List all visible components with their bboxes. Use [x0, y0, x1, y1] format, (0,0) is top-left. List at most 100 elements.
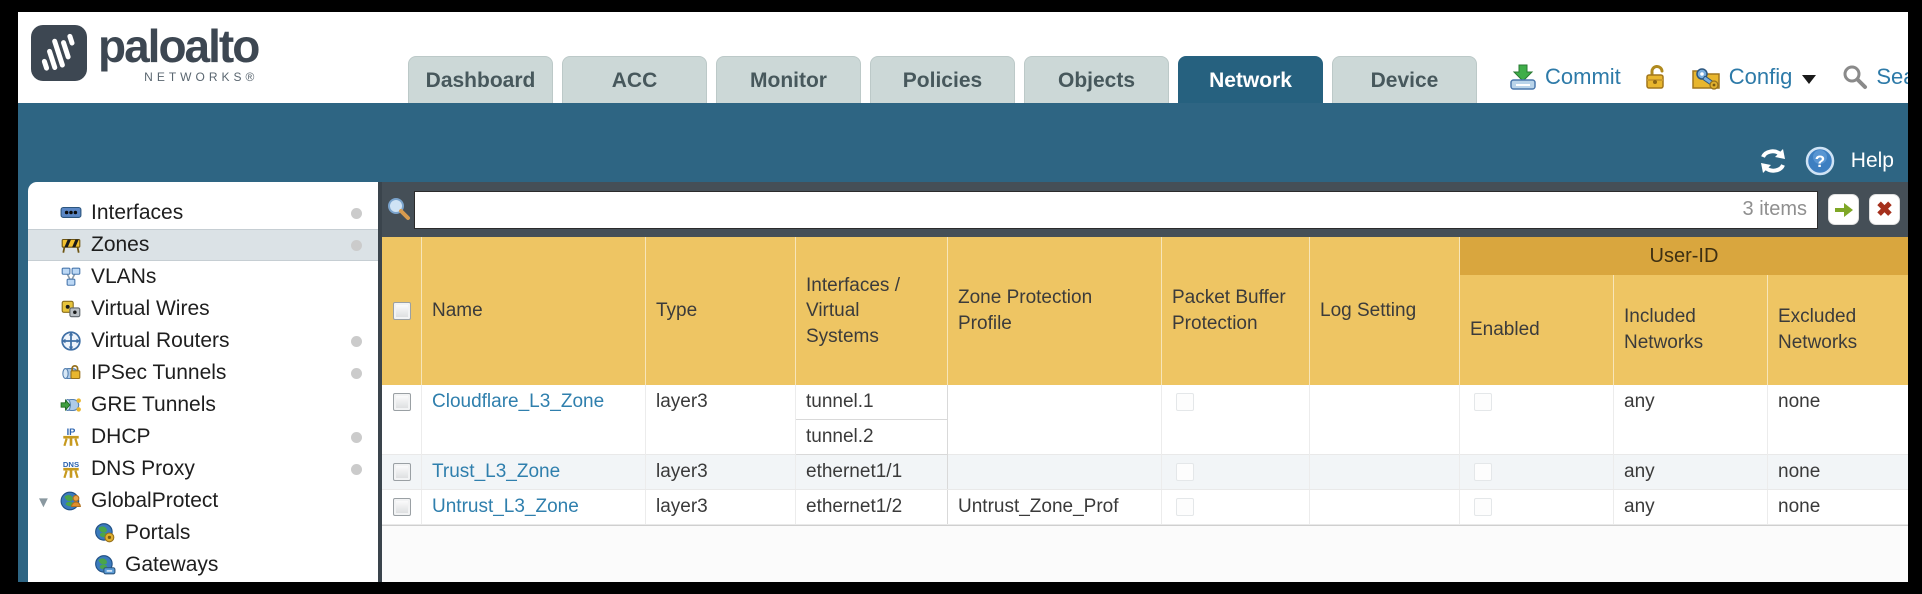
column-header-packet-buffer-protection[interactable]: Packet Buffer Protection — [1162, 237, 1310, 385]
tab-objects[interactable]: Objects — [1024, 56, 1169, 103]
commit-icon[interactable] — [1509, 63, 1537, 91]
sidebar-item-vlans[interactable]: VLANs — [28, 261, 378, 293]
column-header-excluded-networks[interactable]: Excluded Networks — [1778, 306, 1858, 353]
network-sidebar: Interfaces Zones VLANs Virtual Wires Vir… — [28, 182, 378, 582]
clear-filter-button[interactable]: ✖ — [1869, 194, 1900, 225]
table-row: Trust_L3_Zone layer3 ethernet1/1 any non… — [382, 455, 1908, 490]
sidebar-splitter[interactable] — [378, 182, 382, 582]
sidebar-item-virtual-wires[interactable]: Virtual Wires — [28, 293, 378, 325]
globalprotect-icon — [60, 491, 81, 511]
sidebar-item-interfaces[interactable]: Interfaces — [28, 197, 378, 229]
row-checkbox[interactable] — [392, 393, 411, 411]
column-header-zone-protection-profile[interactable]: Zone Protection Profile — [948, 237, 1162, 385]
column-header-interfaces[interactable]: Interfaces / Virtual Systems — [796, 237, 948, 385]
enabled-checkbox[interactable] — [1474, 393, 1492, 411]
sidebar-item-gateways[interactable]: Gateways — [28, 549, 378, 581]
sidebar-item-label: Portals — [125, 521, 191, 544]
log-setting-cell — [1310, 385, 1460, 455]
packet-buffer-protection-cell — [1162, 385, 1310, 455]
search-label[interactable]: Search — [1876, 64, 1908, 89]
left-edge-strip — [18, 182, 28, 582]
column-header-log-setting[interactable]: Log Setting — [1310, 237, 1460, 385]
row-checkbox[interactable] — [392, 498, 411, 516]
packet-buffer-checkbox[interactable] — [1176, 463, 1194, 481]
filter-input-wrap: 3 items — [414, 190, 1818, 229]
tab-network[interactable]: Network — [1178, 56, 1323, 103]
ipsec-tunnels-icon — [62, 365, 81, 380]
enabled-checkbox[interactable] — [1474, 463, 1492, 481]
gateways-icon — [95, 555, 116, 575]
sidebar-item-zones[interactable]: Zones — [28, 229, 378, 261]
expander-icon[interactable]: ▼ — [36, 494, 51, 511]
config-icon[interactable] — [1691, 63, 1721, 91]
row-select-cell — [382, 385, 422, 455]
brand-subtitle: NETWORKS® — [144, 70, 259, 84]
select-all-checkbox[interactable] — [392, 302, 411, 320]
paloalto-logo-icon — [31, 25, 87, 81]
search-icon[interactable] — [1842, 64, 1868, 90]
sidebar-item-label: DNS Proxy — [91, 457, 195, 480]
sidebar-item-dhcp[interactable]: IP DHCP — [28, 421, 378, 453]
row-select-cell — [382, 455, 422, 489]
sidebar-item-ipsec-tunnels[interactable]: IPSec Tunnels — [28, 357, 378, 389]
user-id-enabled-cell — [1460, 455, 1614, 489]
lock-icon[interactable] — [1643, 63, 1669, 91]
help-label[interactable]: Help — [1850, 149, 1894, 172]
tab-device[interactable]: Device — [1332, 56, 1477, 103]
user-id-enabled-cell — [1460, 385, 1614, 455]
top-bar: paloalto NETWORKS® Dashboard ACC Monitor… — [18, 12, 1908, 103]
packet-buffer-checkbox[interactable] — [1176, 498, 1194, 516]
included-networks-cell: any — [1614, 455, 1768, 489]
column-header-enabled[interactable]: Enabled — [1460, 237, 1614, 385]
zones-table-header: Name Type Interfaces / Virtual Systems Z… — [382, 237, 1908, 385]
user-id-enabled-cell — [1460, 490, 1614, 524]
zone-interfaces-cell: ethernet1/1 — [796, 455, 948, 489]
packet-buffer-protection-cell — [1162, 490, 1310, 524]
zone-name-link[interactable]: Cloudflare_L3_Zone — [432, 391, 605, 412]
interfaces-icon — [60, 206, 82, 218]
zones-content: 3 items ✖ Name Type In — [382, 182, 1908, 582]
sidebar-item-virtual-routers[interactable]: Virtual Routers — [28, 325, 378, 357]
sidebar-item-label: GlobalProtect — [91, 489, 219, 512]
apply-filter-button[interactable] — [1828, 194, 1859, 225]
items-count: 3 items — [1742, 198, 1807, 220]
packet-buffer-checkbox[interactable] — [1176, 393, 1194, 411]
column-header-type[interactable]: Type — [646, 237, 796, 385]
tab-policies[interactable]: Policies — [870, 56, 1015, 103]
status-dot — [351, 208, 362, 219]
zones-icon — [61, 238, 81, 253]
config-label[interactable]: Config — [1728, 64, 1793, 89]
column-header-name[interactable]: Name — [422, 237, 646, 385]
enabled-checkbox[interactable] — [1474, 498, 1492, 516]
log-setting-cell — [1310, 455, 1460, 489]
sidebar-item-label: Zones — [91, 233, 150, 256]
refresh-icon[interactable] — [1757, 146, 1789, 176]
empty-area-below-table — [382, 525, 1908, 582]
panos-web-ui: paloalto NETWORKS® Dashboard ACC Monitor… — [18, 12, 1908, 582]
paloalto-logo: paloalto NETWORKS® — [30, 20, 260, 84]
config-caret-icon[interactable] — [1802, 74, 1817, 84]
commit-label[interactable]: Commit — [1545, 64, 1621, 89]
filter-input[interactable] — [415, 191, 1743, 228]
log-setting-cell — [1310, 490, 1460, 524]
column-header-included-networks[interactable]: Included Networks — [1614, 237, 1768, 385]
tab-monitor[interactable]: Monitor — [716, 56, 861, 103]
tab-acc[interactable]: ACC — [562, 56, 707, 103]
filter-search-icon — [388, 197, 410, 220]
row-checkbox[interactable] — [392, 463, 411, 481]
help-icon[interactable]: ? — [1805, 146, 1835, 176]
zone-name-cell: Cloudflare_L3_Zone — [422, 385, 646, 455]
interface-entry: tunnel.1 — [796, 385, 947, 420]
zone-name-link[interactable]: Trust_L3_Zone — [432, 461, 561, 482]
sidebar-item-dns-proxy[interactable]: DNS DNS Proxy — [28, 453, 378, 485]
select-all-cell — [382, 237, 422, 385]
sidebar-item-globalprotect[interactable]: ▼ GlobalProtect — [28, 485, 378, 517]
sidebar-item-gre-tunnels[interactable]: GRE Tunnels — [28, 389, 378, 421]
tab-dashboard[interactable]: Dashboard — [408, 56, 553, 103]
sidebar-item-portals[interactable]: Portals — [28, 517, 378, 549]
green-arrow-icon — [1834, 202, 1853, 217]
zone-name-link[interactable]: Untrust_L3_Zone — [432, 496, 579, 517]
zone-type-cell: layer3 — [646, 490, 796, 524]
zone-name-cell: Untrust_L3_Zone — [422, 490, 646, 524]
